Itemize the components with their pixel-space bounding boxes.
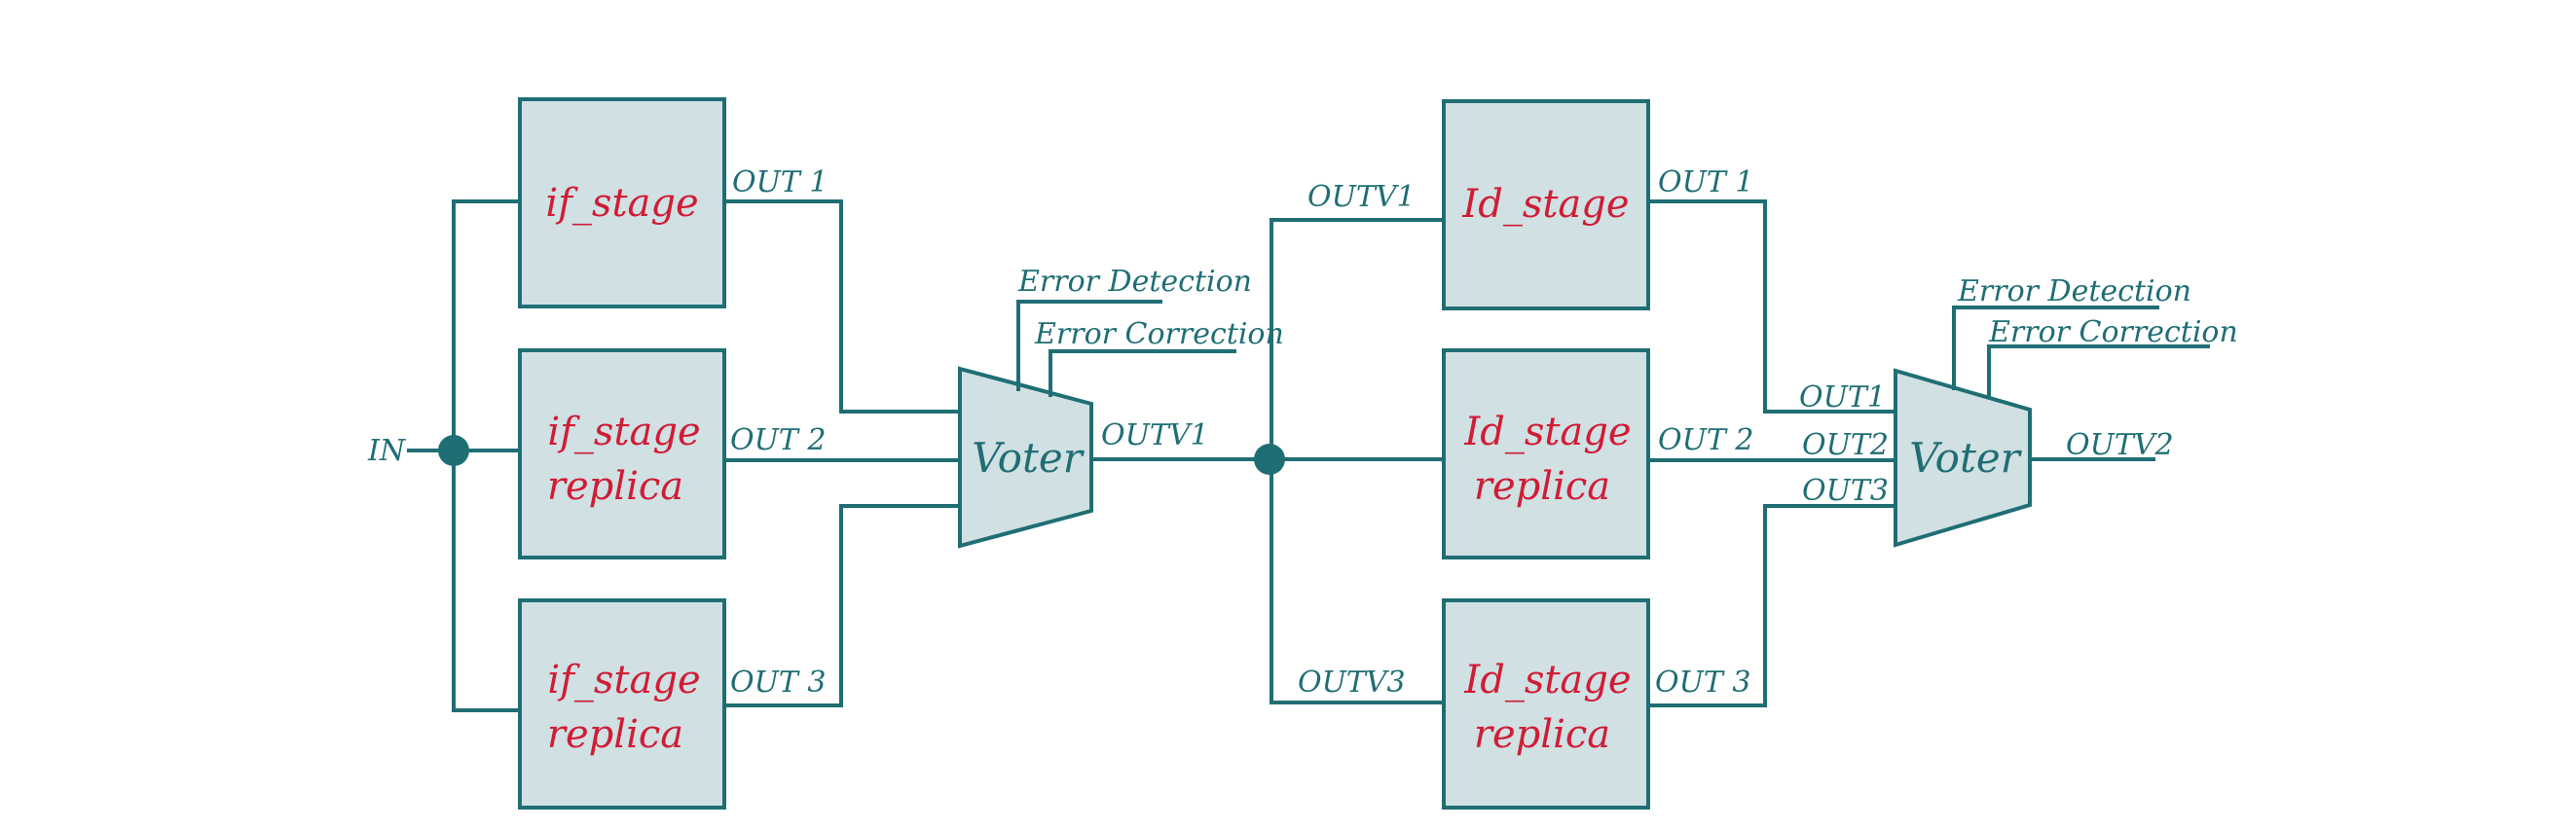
stage2-output-wires xyxy=(1648,199,1895,707)
id-stage-replica-label-1-line1: Id_stage xyxy=(1463,410,1631,454)
stage1-out1-label: OUT 1 xyxy=(732,165,828,199)
stage2-out1-label: OUT 1 xyxy=(1658,165,1754,199)
if-stage-label: if_stage xyxy=(545,181,698,226)
stage1-out2-label: OUT 2 xyxy=(730,423,827,457)
voter-1: Voter xyxy=(958,366,1093,549)
input-junction-dot xyxy=(438,435,469,466)
if-stage-box: if_stage xyxy=(518,97,726,308)
if-stage-replica-box-2: if_stage replica xyxy=(518,598,726,810)
voter-2-in-out2-label: OUT2 xyxy=(1802,428,1889,462)
stage2-input-outv3-label: OUTV3 xyxy=(1298,666,1406,700)
voter-1-error-detection-label: Error Detection xyxy=(1017,265,1252,299)
id-stage-box: Id_stage xyxy=(1442,99,1650,310)
id-stage-replica-box-2: Id_stage replica xyxy=(1442,598,1650,810)
stage2-out2-label: OUT 2 xyxy=(1658,423,1754,457)
voter-2-in-out3-label: OUT3 xyxy=(1802,474,1889,508)
voter-2-error-detection-label: Error Detection xyxy=(1957,274,2191,308)
voter-2-error-wires xyxy=(1952,306,2210,396)
if-stage-replica-label-1-line1: if_stage xyxy=(547,410,700,454)
if-stage-replica-label-1-line2: replica xyxy=(547,464,683,509)
stage1-output-wires xyxy=(724,199,960,707)
voter-1-error-correction-label: Error Correction xyxy=(1034,317,1284,351)
stage1-out3-label: OUT 3 xyxy=(730,666,827,700)
voter-2-output-label: OUTV2 xyxy=(2066,428,2174,462)
if-stage-replica-label-2-line2: replica xyxy=(547,712,683,757)
stage2-junction-dot xyxy=(1254,444,1285,475)
id-stage-replica-box-1: Id_stage replica xyxy=(1442,348,1650,559)
id-stage-replica-label-2-line2: replica xyxy=(1474,712,1610,757)
id-stage-replica-label-1-line2: replica xyxy=(1474,464,1610,509)
stage2-input-outv1-label: OUTV1 xyxy=(1307,180,1416,214)
voter-2-label: Voter xyxy=(1909,434,2022,482)
voter-1-output-label: OUTV1 xyxy=(1101,418,1209,452)
if-stage-replica-label-2-line1: if_stage xyxy=(547,658,700,703)
input-label: IN xyxy=(367,434,407,468)
voter-1-error-wires xyxy=(1016,300,1236,397)
stage2-out3-label: OUT 3 xyxy=(1655,666,1751,700)
voter-2-in-out1-label: OUT1 xyxy=(1799,380,1886,414)
id-stage-replica-label-2-line1: Id_stage xyxy=(1463,658,1631,703)
voter-2-error-correction-label: Error Correction xyxy=(1988,315,2238,349)
if-stage-replica-box-1: if_stage replica xyxy=(518,348,726,559)
voter-2: Voter xyxy=(1894,368,2032,548)
voter-1-label: Voter xyxy=(972,434,1085,482)
id-stage-label: Id_stage xyxy=(1461,182,1629,227)
